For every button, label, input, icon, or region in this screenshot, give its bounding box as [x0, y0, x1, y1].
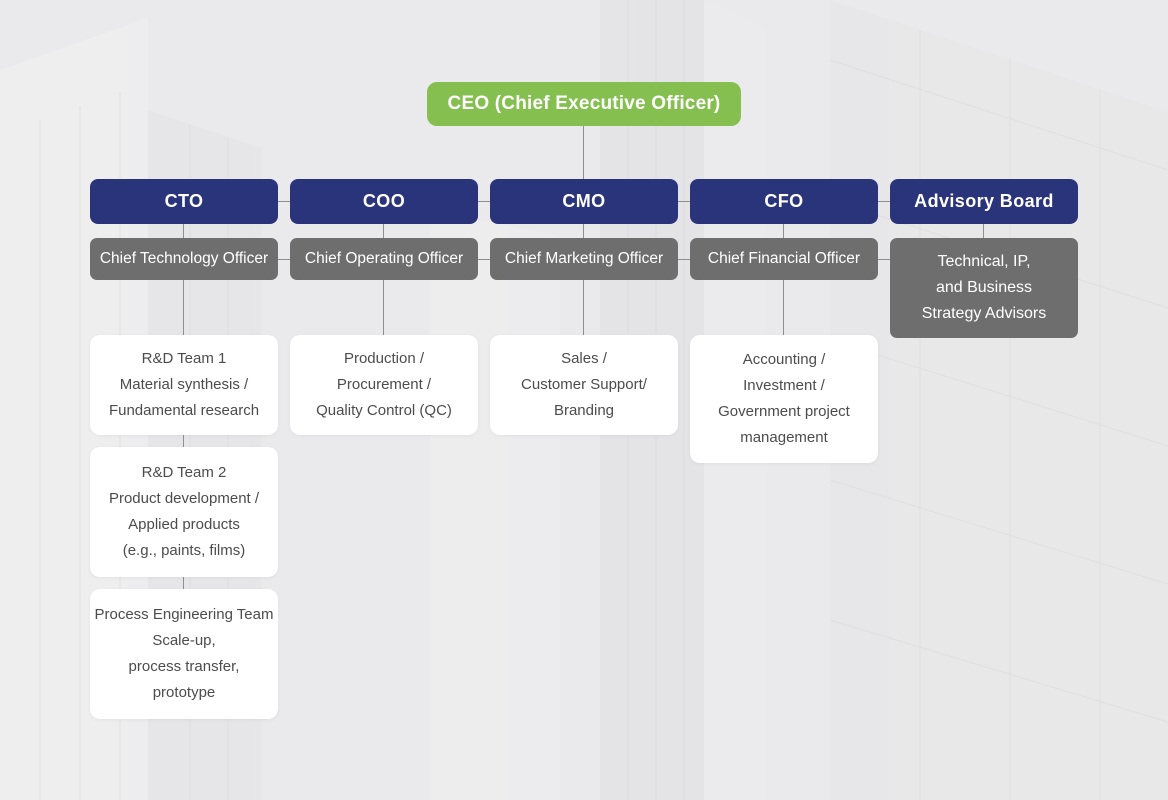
connector-line	[478, 201, 490, 202]
team-box-accounting: Accounting / Investment / Government pro…	[690, 335, 878, 463]
connector-line	[278, 259, 290, 260]
role-subtitle-cfo: Chief Financial Officer	[690, 238, 878, 280]
connector-line	[183, 224, 184, 238]
role-box-advisory-board: Advisory Board	[890, 179, 1078, 224]
role-subtitle-advisory-board: Technical, IP, and Business Strategy Adv…	[890, 238, 1078, 338]
role-subtitle-cmo: Chief Marketing Officer	[490, 238, 678, 280]
connector-line	[878, 259, 890, 260]
connector-line	[583, 280, 584, 335]
role-box-cmo: CMO	[490, 179, 678, 224]
connector-line	[183, 435, 184, 447]
role-box-coo: COO	[290, 179, 478, 224]
connector-line	[678, 259, 690, 260]
team-box-rd-team-2: R&D Team 2 Product development / Applied…	[90, 447, 278, 577]
connector-line	[278, 201, 290, 202]
team-box-production: Production / Procurement / Quality Contr…	[290, 335, 478, 435]
connector-line	[583, 224, 584, 238]
connector-line	[478, 259, 490, 260]
connector-line	[383, 280, 384, 335]
connector-line	[678, 201, 690, 202]
connector-line	[783, 280, 784, 335]
ceo-box: CEO (Chief Executive Officer)	[427, 82, 741, 126]
role-box-cfo: CFO	[690, 179, 878, 224]
connector-line	[183, 280, 184, 335]
connector-ceo-drop	[583, 126, 584, 179]
team-box-rd-team-1: R&D Team 1 Material synthesis / Fundamen…	[90, 335, 278, 435]
team-box-sales: Sales / Customer Support/ Branding	[490, 335, 678, 435]
connector-line	[183, 577, 184, 589]
connector-line	[878, 201, 890, 202]
role-subtitle-cto: Chief Technology Officer	[90, 238, 278, 280]
connector-line	[783, 224, 784, 238]
connector-line	[983, 224, 984, 238]
role-subtitle-coo: Chief Operating Officer	[290, 238, 478, 280]
connector-line	[383, 224, 384, 238]
team-box-process-engineering: Process Engineering Team Scale-up, proce…	[90, 589, 278, 719]
role-box-cto: CTO	[90, 179, 278, 224]
